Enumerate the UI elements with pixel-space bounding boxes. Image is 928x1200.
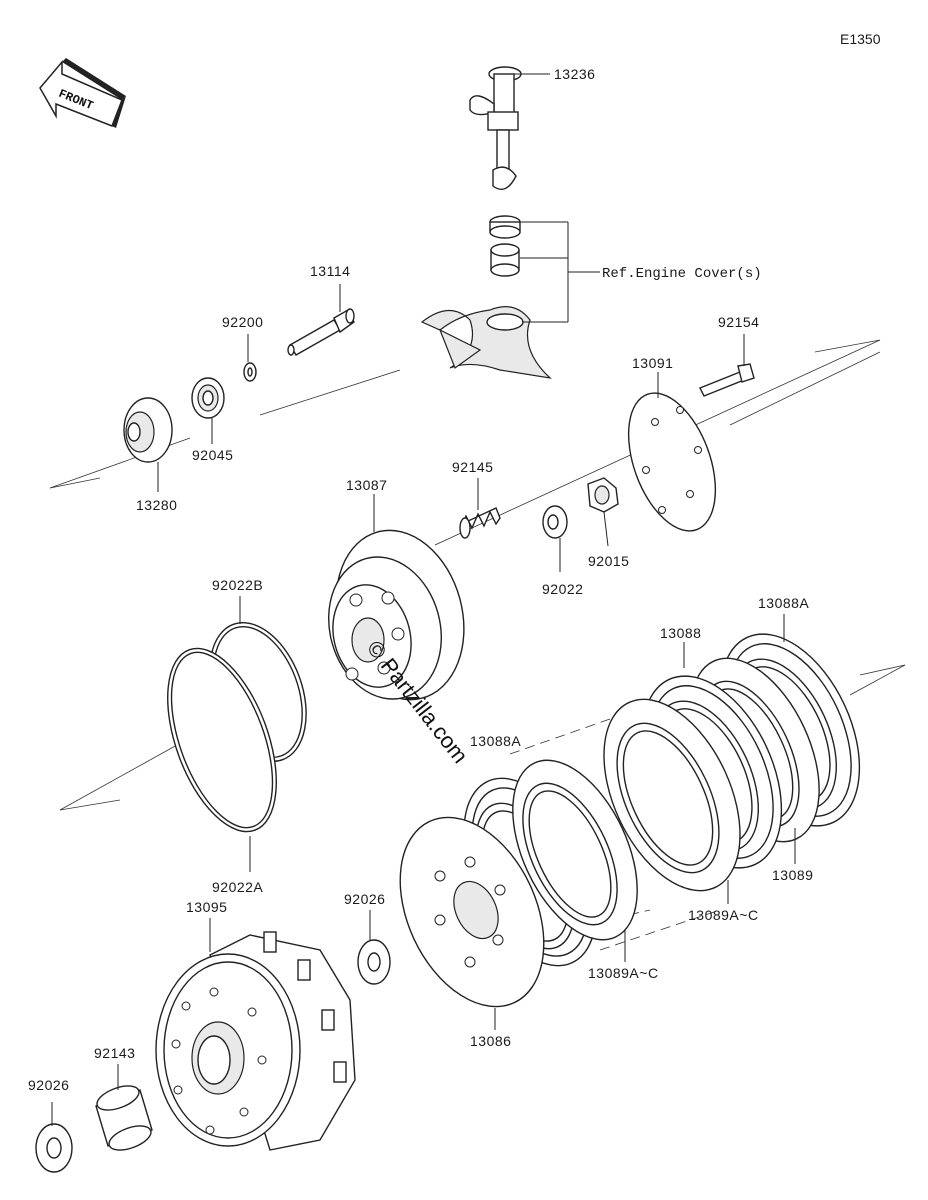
label-92022: 92022: [542, 581, 583, 597]
label-13086: 13086: [470, 1033, 511, 1049]
part-92200-washer[interactable]: [243, 334, 257, 382]
part-13091-plate[interactable]: [612, 372, 733, 543]
part-92143-sleeve[interactable]: [94, 1064, 154, 1155]
seal-and-bearing[interactable]: [489, 215, 521, 277]
part-13089AC-steel-plate-right[interactable]: [576, 678, 767, 912]
part-92015-nut[interactable]: [587, 477, 619, 547]
part-92026-washer-low[interactable]: [35, 1102, 73, 1173]
label-92022A: 92022A: [212, 879, 263, 895]
engine-cover-section: [420, 306, 552, 379]
part-92154-bolt[interactable]: [699, 334, 755, 397]
part-13114-push-rod[interactable]: [287, 284, 355, 356]
label-92045: 92045: [192, 447, 233, 463]
part-92022-washer[interactable]: [542, 505, 568, 572]
label-92026-low: 92026: [28, 1077, 69, 1093]
label-13087: 13087: [346, 477, 387, 493]
part-92145-spring[interactable]: [459, 478, 501, 539]
label-92015: 92015: [588, 553, 629, 569]
part-92045-bearing[interactable]: [191, 377, 225, 444]
label-92143: 92143: [94, 1045, 135, 1061]
label-13089: 13089: [772, 867, 813, 883]
part-13095-clutch-housing[interactable]: [155, 918, 356, 1151]
reference-label: Ref.Engine Cover(s): [602, 266, 762, 282]
label-92154: 92154: [718, 314, 759, 330]
label-13236: 13236: [554, 66, 595, 82]
label-92026-mid: 92026: [344, 891, 385, 907]
label-13088A-top: 13088A: [758, 595, 809, 611]
label-92022B: 92022B: [212, 577, 263, 593]
label-92200: 92200: [222, 314, 263, 330]
label-13089AC-mid: 13089A~C: [588, 965, 659, 981]
label-92145: 92145: [452, 459, 493, 475]
part-13236-release-shaft[interactable]: [469, 66, 550, 190]
label-13088: 13088: [660, 625, 701, 641]
label-13089AC-right: 13089A~C: [688, 907, 759, 923]
front-arrow-icon: FRONT: [39, 58, 126, 128]
ref-bracket: [520, 221, 600, 323]
part-92022A-ring[interactable]: [146, 634, 298, 872]
label-13091: 13091: [632, 355, 673, 371]
part-13086-pressure-plate[interactable]: [372, 794, 573, 1030]
diagram-code: E1350: [840, 31, 881, 47]
label-13095: 13095: [186, 899, 227, 915]
part-13280-lifter[interactable]: [123, 397, 173, 492]
part-13087-clutch-hub[interactable]: [313, 494, 482, 714]
label-13114: 13114: [310, 263, 350, 279]
part-92026-washer-mid[interactable]: [357, 910, 391, 985]
label-13088A-mid: 13088A: [470, 733, 521, 749]
label-13280: 13280: [136, 497, 177, 513]
part-13089AC-steel-plate-mid[interactable]: [487, 741, 662, 962]
